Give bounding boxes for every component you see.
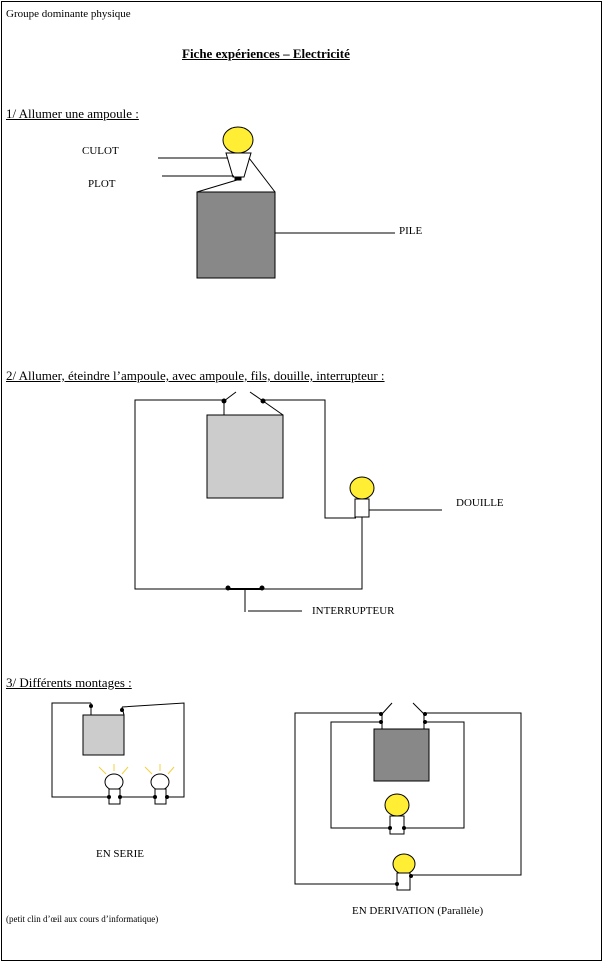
wire-top-left	[134, 399, 228, 590]
label-en-derivation: EN DERIVATION (Parallèle)	[352, 905, 484, 917]
bulb	[349, 476, 375, 500]
battery	[82, 714, 125, 756]
terminal-right	[249, 391, 264, 402]
diagram-light-bulb	[158, 126, 395, 279]
bulb-2	[150, 773, 170, 791]
bulb-glass	[222, 126, 254, 154]
inner-loop	[330, 721, 389, 829]
label-interrupteur: INTERRUPTEUR	[312, 605, 395, 617]
battery	[373, 728, 430, 782]
bulb-cap	[225, 152, 252, 178]
section-2-heading: 2/ Allumer, éteindre l’ampoule, avec amp…	[6, 368, 385, 383]
wire-plot	[196, 179, 238, 193]
diagram-parallel	[294, 702, 522, 891]
battery	[206, 414, 284, 499]
wire-top-right	[263, 399, 356, 519]
diagram-series	[51, 702, 185, 805]
page-title: Fiche expériences – Electricité	[182, 46, 350, 61]
light-rays	[98, 764, 175, 775]
wire-culot	[248, 157, 276, 193]
bulb-2	[392, 853, 416, 875]
section-1-heading: 1/ Allumer une ampoule :	[6, 106, 139, 121]
label-plot: PLOT	[88, 178, 116, 190]
wire-loop	[51, 702, 110, 798]
group-label: Groupe dominante physique	[6, 8, 131, 20]
label-culot: CULOT	[82, 145, 119, 157]
diagram-switch-circuit	[134, 391, 442, 612]
label-pile: PILE	[399, 225, 423, 237]
wire-bottom-right	[262, 517, 363, 590]
label-en-serie: EN SERIE	[96, 848, 144, 860]
socket	[354, 498, 370, 518]
bulb-contact	[234, 176, 242, 181]
wire-right-terminal	[262, 400, 284, 416]
bulb-1	[384, 793, 410, 817]
bulb-1	[104, 773, 124, 791]
outer-loop	[294, 712, 396, 885]
section-3-heading: 3/ Différents montages :	[6, 675, 132, 690]
label-douille: DOUILLE	[456, 497, 504, 509]
footer-note: (petit clin d’œil aux cours d’informatiq…	[6, 914, 159, 924]
battery	[196, 191, 276, 279]
